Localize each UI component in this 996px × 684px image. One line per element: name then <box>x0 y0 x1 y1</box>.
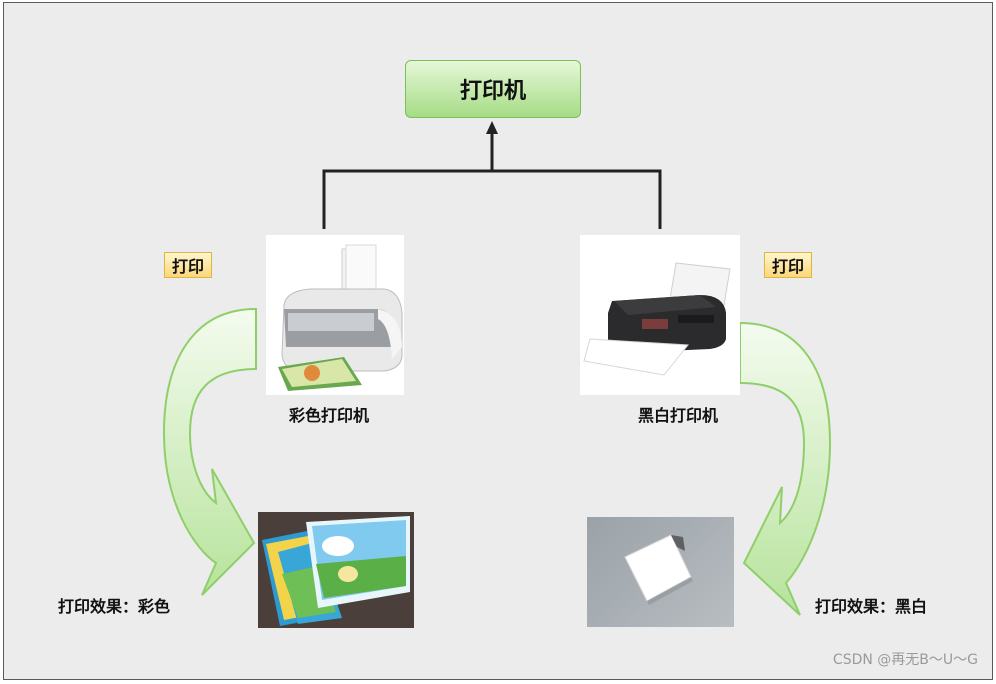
mono-effect-label: 打印效果：黑白 <box>815 597 928 616</box>
left-curved-arrow <box>162 307 257 596</box>
right-curved-arrow <box>739 321 832 616</box>
mono-printer-image <box>580 235 740 395</box>
mono-print-result-image <box>587 517 734 627</box>
mono-printer-label: 黑白打印机 <box>638 406 719 425</box>
connector-layer <box>162 121 832 616</box>
watermark: CSDN @再无B～U～G <box>832 652 978 668</box>
color-print-result-image <box>258 512 414 628</box>
right-print-tag-label: 打印 <box>772 257 805 276</box>
left-print-tag-label: 打印 <box>172 257 205 276</box>
left-print-tag: 打印 <box>164 252 213 278</box>
color-printer-image <box>266 235 404 395</box>
root-node-printer: 打印机 <box>405 60 581 118</box>
arrowhead-up <box>486 121 498 134</box>
color-printer-label: 彩色打印机 <box>289 406 370 425</box>
color-effect-label: 打印效果：彩色 <box>58 597 171 616</box>
diagram-canvas: 打印机 打印 打印 彩色打印机 黑白打印机 <box>3 2 993 680</box>
tree-connector <box>322 131 662 229</box>
root-node-label: 打印机 <box>459 79 526 104</box>
right-print-tag: 打印 <box>764 252 813 278</box>
